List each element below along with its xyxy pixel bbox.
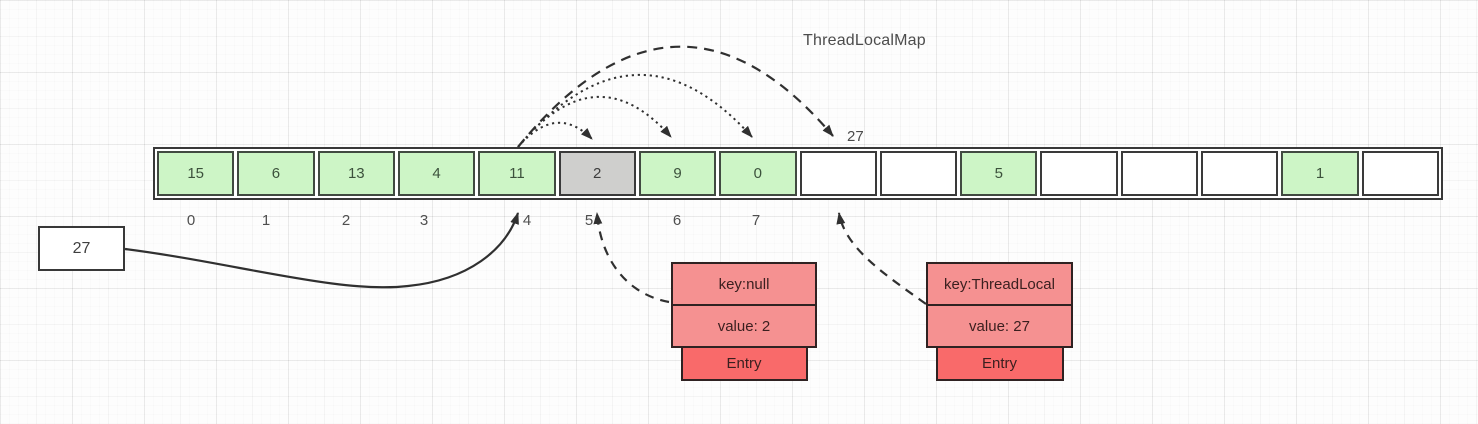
array-cell-6: 9 [638,151,717,196]
index-label-0: 0 [186,212,196,229]
array-cell-10: 5 [960,151,1038,196]
index-label-5: 5 [584,212,594,229]
index-label-6: 6 [672,212,682,229]
array-cell-0: 15 [157,151,235,196]
index-label-4: 4 [522,212,532,229]
entry-card-null-key: key:null value: 2 Entry [671,262,817,381]
entry-footer: Entry [680,346,808,381]
array-cell-3: 4 [397,151,476,196]
array-cell-7: 0 [719,151,797,196]
entry-footer: Entry [935,346,1064,381]
index-label-2: 2 [341,212,351,229]
array-cell-4: 11 [478,151,556,196]
array-cell-8 [799,151,877,196]
index-label-3: 3 [419,212,429,229]
entry-key-row: key:ThreadLocal [926,262,1073,306]
probe-value-label: 27 [847,128,864,145]
entry-value-row: value: 27 [926,304,1073,348]
hash-array: 15 6 13 4 11 2 9 0 5 1 [153,147,1443,200]
entry-card-threadlocal-key: key:ThreadLocal value: 27 Entry [926,262,1073,381]
probe-arc-slot8 [517,45,834,148]
array-cell-14: 1 [1281,151,1359,196]
arrow-nullentry-to-slot5 [593,212,670,304]
probe-arc-slot6 [517,95,672,148]
array-cell-9 [879,151,958,196]
entry-key-row: key:null [671,262,817,306]
array-cell-11 [1040,151,1118,196]
diagram-title: ThreadLocalMap [803,32,926,49]
index-label-1: 1 [261,212,271,229]
array-cell-5: 2 [558,151,636,196]
array-cell-12 [1120,151,1199,196]
probe-arc-slot7 [517,74,753,148]
incoming-value-box: 27 [38,226,125,271]
array-cell-13 [1201,151,1279,196]
index-label-7: 7 [751,212,761,229]
array-cell-1: 6 [237,151,315,196]
array-cell-2: 13 [317,151,395,196]
entry-value-row: value: 2 [671,304,817,348]
array-cell-15 [1361,151,1439,196]
arrow-liveentry-to-slot8 [836,212,927,305]
probe-arc-slot5 [517,122,593,148]
